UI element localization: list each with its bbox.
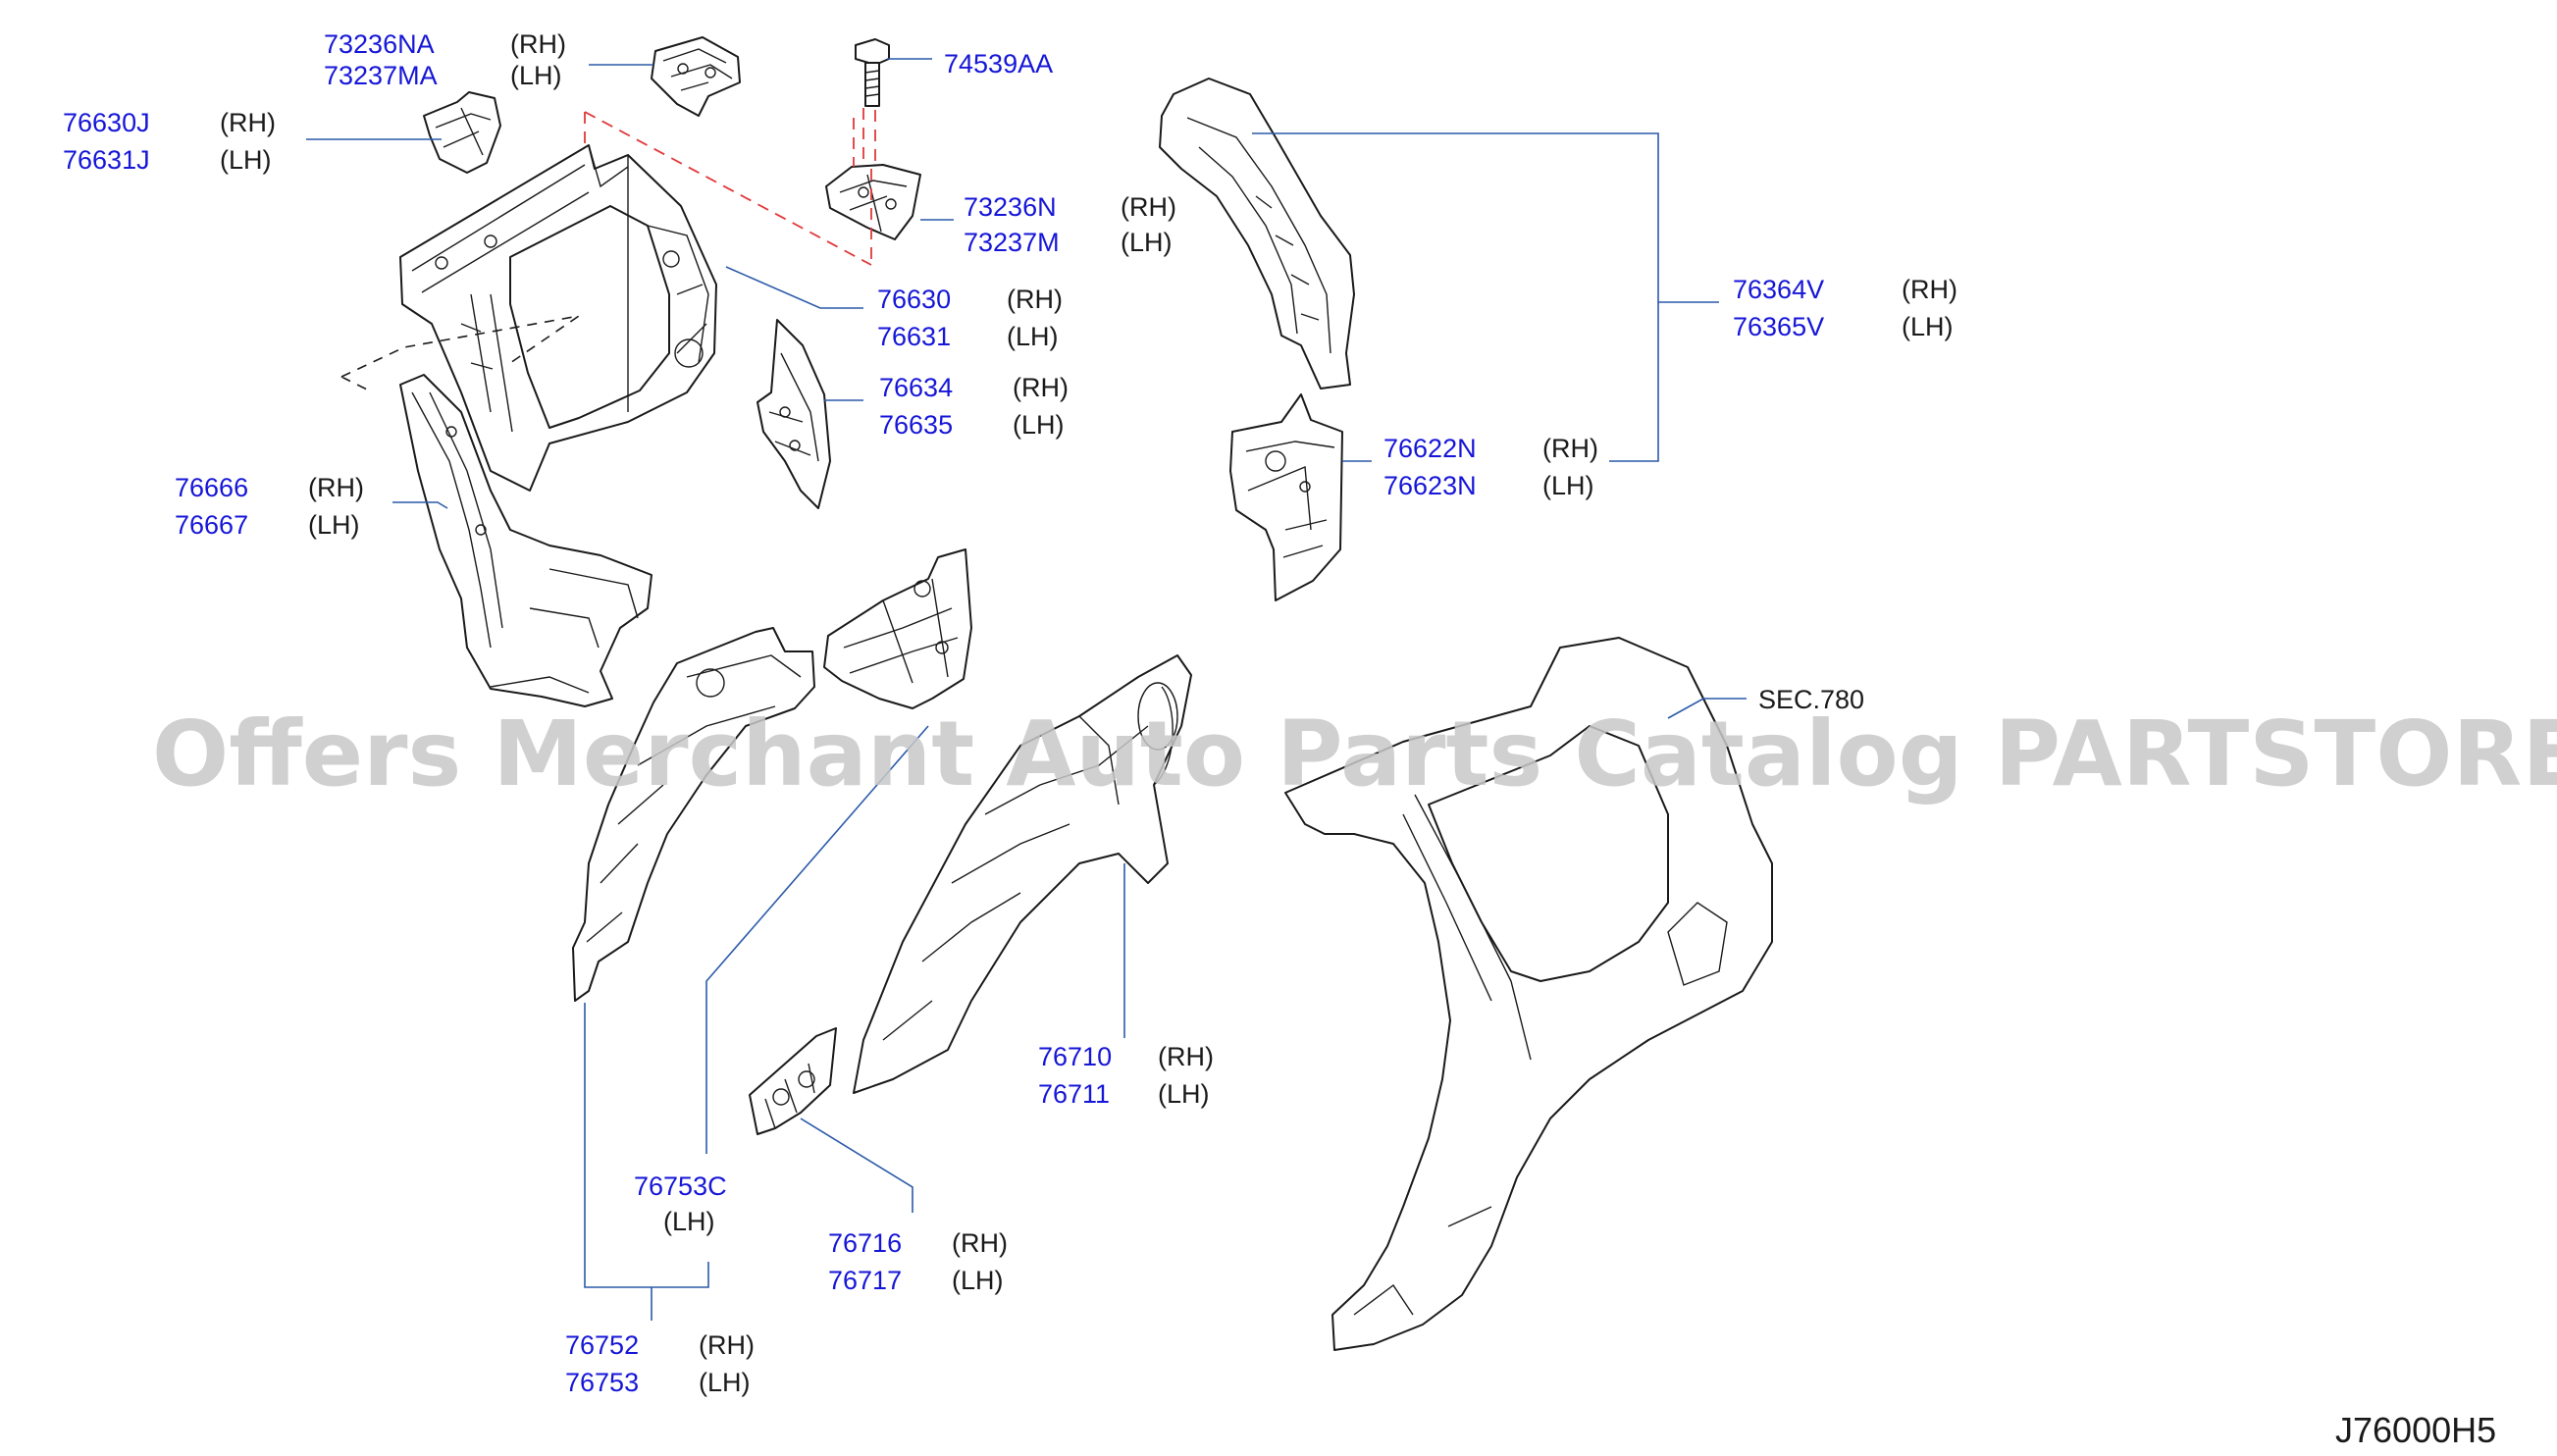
side-label-rh: (RH) xyxy=(510,29,566,59)
wheelhouse-76752-drawing xyxy=(572,627,815,1002)
side-label-lh: (LH) xyxy=(663,1207,715,1236)
side-label-rh: (RH) xyxy=(1158,1042,1214,1071)
part-number-73237m[interactable]: 73237M xyxy=(964,228,1060,257)
bolt-74539aa-drawing xyxy=(855,38,890,107)
part-number-73237ma[interactable]: 73237MA xyxy=(324,61,438,90)
side-label-rh: (RH) xyxy=(1121,192,1176,222)
bracket-76630j-drawing xyxy=(423,91,501,174)
side-label-rh: (RH) xyxy=(1542,434,1598,463)
part-number-76752[interactable]: 76752 xyxy=(565,1330,639,1360)
part-number-76635[interactable]: 76635 xyxy=(879,410,953,440)
side-label-lh: (LH) xyxy=(952,1266,1004,1295)
part-number-76622n[interactable]: 76622N xyxy=(1383,434,1477,463)
part-number-76710[interactable]: 76710 xyxy=(1038,1042,1112,1071)
part-number-76630j[interactable]: 76630J xyxy=(63,108,150,137)
part-number-76364v[interactable]: 76364V xyxy=(1733,275,1824,304)
part-number-76753c[interactable]: 76753C xyxy=(634,1171,727,1201)
bracket-73236na-drawing xyxy=(651,36,741,117)
side-label-lh: (LH) xyxy=(1158,1079,1210,1109)
side-label-lh: (LH) xyxy=(1121,228,1173,257)
side-label-rh: (RH) xyxy=(699,1330,755,1360)
section-reference-sec780[interactable]: SEC.780 xyxy=(1758,685,1864,714)
wheelhouse-76710-drawing xyxy=(853,654,1192,1094)
assembly-guide-red-bolt xyxy=(853,108,876,167)
side-label-rh: (RH) xyxy=(220,108,276,137)
side-label-lh: (LH) xyxy=(1007,322,1059,351)
bracket-76753c-drawing xyxy=(823,548,972,709)
part-number-76623n[interactable]: 76623N xyxy=(1383,471,1477,500)
pillar-76666-drawing xyxy=(399,374,652,707)
side-label-lh: (LH) xyxy=(1902,312,1954,341)
side-label-lh: (LH) xyxy=(220,145,272,175)
side-label-rh: (RH) xyxy=(1902,275,1957,304)
side-label-rh: (RH) xyxy=(952,1228,1008,1258)
part-number-73236n[interactable]: 73236N xyxy=(964,192,1057,222)
side-label-lh: (LH) xyxy=(510,61,562,90)
assembly-guide-red xyxy=(584,111,872,266)
part-number-74539aa[interactable]: 74539AA xyxy=(944,49,1053,78)
part-number-76630[interactable]: 76630 xyxy=(877,285,951,314)
part-number-76753[interactable]: 76753 xyxy=(565,1368,639,1397)
side-label-lh: (LH) xyxy=(699,1368,751,1397)
diagram-code: J76000H5 xyxy=(2335,1410,2496,1450)
pillar-76364v-drawing xyxy=(1159,78,1355,390)
bracket-73236n-drawing xyxy=(825,164,921,240)
part-number-76716[interactable]: 76716 xyxy=(828,1228,902,1258)
body-side-sec780-drawing xyxy=(1284,637,1773,1351)
bracket-76622n-drawing xyxy=(1229,393,1343,601)
part-number-76711[interactable]: 76711 xyxy=(1038,1079,1110,1109)
inner-panel-76630-drawing xyxy=(399,144,717,492)
bracket-76634-drawing xyxy=(757,319,831,509)
side-label-rh: (RH) xyxy=(1007,285,1063,314)
part-number-76667[interactable]: 76667 xyxy=(175,510,248,540)
assembly-guide-black xyxy=(340,315,580,393)
part-number-76631[interactable]: 76631 xyxy=(877,322,951,351)
side-label-lh: (LH) xyxy=(1013,410,1065,440)
part-number-76717[interactable]: 76717 xyxy=(828,1266,902,1295)
side-label-lh: (LH) xyxy=(308,510,360,540)
part-number-76666[interactable]: 76666 xyxy=(175,473,248,502)
part-number-73236na[interactable]: 73236NA xyxy=(324,29,435,59)
side-label-lh: (LH) xyxy=(1542,471,1594,500)
part-number-76634[interactable]: 76634 xyxy=(879,373,953,402)
part-number-76365v[interactable]: 76365V xyxy=(1733,312,1824,341)
part-number-76631j[interactable]: 76631J xyxy=(63,145,150,175)
leader-lines xyxy=(306,58,1747,1321)
side-label-rh: (RH) xyxy=(308,473,364,502)
watermark-text: Offers Merchant Auto Parts Catalog PARTS… xyxy=(152,702,2557,806)
side-label-rh: (RH) xyxy=(1013,373,1069,402)
plate-76716-drawing xyxy=(749,1027,837,1135)
